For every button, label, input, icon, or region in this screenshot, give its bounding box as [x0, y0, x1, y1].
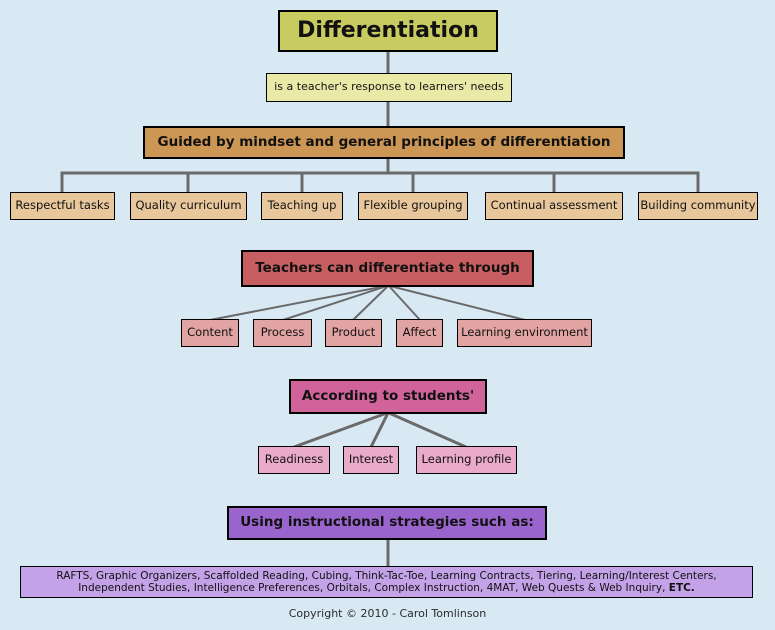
node-learning-environment: Learning environment	[457, 319, 592, 347]
node-continual-assessment: Continual assessment	[485, 192, 623, 220]
node-building-community: Building community	[638, 192, 758, 220]
node-guided-principles: Guided by mindset and general principles…	[143, 126, 625, 159]
node-strategies-list: RAFTS, Graphic Organizers, Scaffolded Re…	[20, 566, 753, 598]
node-according-to-students: According to students'	[289, 379, 487, 414]
node-affect: Affect	[396, 319, 443, 347]
node-subtitle: is a teacher's response to learners' nee…	[266, 73, 512, 102]
node-flexible-grouping: Flexible grouping	[358, 192, 468, 220]
node-differentiate-through: Teachers can differentiate through	[241, 250, 534, 287]
node-interest: Interest	[343, 446, 399, 474]
node-differentiation-title: Differentiation	[278, 10, 498, 52]
node-quality-curriculum: Quality curriculum	[130, 192, 247, 220]
node-readiness: Readiness	[258, 446, 330, 474]
node-instructional-strategies: Using instructional strategies such as:	[227, 506, 547, 540]
node-content: Content	[181, 319, 239, 347]
strategies-list-line1: RAFTS, Graphic Organizers, Scaffolded Re…	[56, 569, 717, 582]
node-teaching-up: Teaching up	[261, 192, 343, 220]
node-product: Product	[325, 319, 382, 347]
strategies-list-line2: Independent Studies, Intelligence Prefer…	[78, 582, 695, 594]
node-respectful-tasks: Respectful tasks	[10, 192, 115, 220]
node-process: Process	[253, 319, 312, 347]
copyright-text: Copyright © 2010 - Carol Tomlinson	[288, 607, 487, 620]
node-learning-profile: Learning profile	[416, 446, 517, 474]
strategies-list-etc: ETC.	[668, 582, 695, 594]
